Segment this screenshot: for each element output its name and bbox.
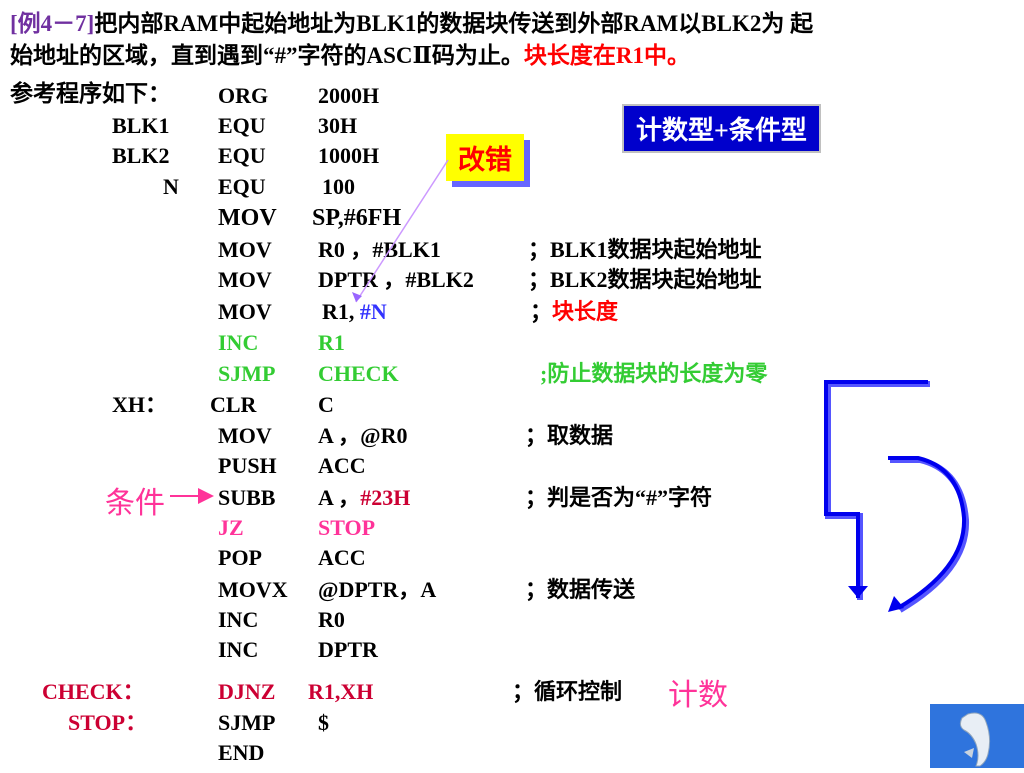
code-operand: CHECK [318, 361, 399, 386]
header-text-1: 把内部RAM中起始地址为BLK1的数据块传送到外部RAM以BLK2为 起 [94, 11, 814, 36]
arrow-icon [352, 292, 362, 302]
code-op: INC [218, 607, 259, 632]
code-op: SJMP [218, 710, 276, 735]
code-op: EQU [218, 113, 266, 138]
code-operand: A ，@R0 [318, 423, 408, 448]
code-operand: ACC [318, 453, 366, 478]
code-comment: ；判是否为“#”字符 [525, 485, 713, 510]
header-line-2: 始地址的区域，直到遇到“#”字符的ASCⅡ码为止。块长度在R1中。 [10, 42, 690, 70]
code-operand: R1, [322, 299, 355, 324]
code-op: EQU [218, 143, 266, 168]
code-operand: $ [318, 710, 329, 735]
code-label-stop: STOP： [68, 710, 148, 735]
code-operand: R1 [318, 330, 345, 355]
code-op: EQU [218, 174, 266, 199]
fix-badge: 改错 [446, 134, 524, 181]
code-op: SJMP [218, 361, 276, 386]
dolphin-logo [930, 704, 1024, 768]
code-op: JZ [218, 515, 244, 540]
code-comment: ；数据传送 [525, 577, 636, 602]
code-operand-org: 2000H [318, 83, 380, 108]
code-comment: ；循环控制 [512, 679, 623, 704]
code-op: INC [218, 330, 259, 355]
code-operand-r1: R1, #N [322, 300, 387, 324]
code-op: MOV [218, 423, 272, 448]
code-operand-subb: A ，#23H [318, 486, 410, 510]
code-operand: DPTR ，#BLK2 [318, 267, 474, 292]
code-comment: 块长度 [552, 299, 619, 324]
code-operand: ACC [318, 545, 366, 570]
header-line-3: 参考程序如下： [10, 80, 171, 108]
header-text-2: 始地址的区域，直到遇到“#”字符的ASCⅡ码为止。 [10, 43, 524, 68]
program-label: 参考程序如下： [10, 81, 171, 106]
header-red-text: 块长度在R1中。 [523, 43, 691, 68]
code-comment: ；取数据 [525, 423, 614, 448]
dolphin-icon [930, 704, 1024, 768]
code-label-check: CHECK： [42, 679, 145, 704]
code-op: SUBB [218, 485, 276, 510]
code-op: MOV [218, 205, 277, 231]
type-badge: 计数型+条件型 [622, 104, 821, 153]
condition-annotation: 条件 [105, 486, 165, 521]
code-label-n: N [163, 174, 179, 199]
code-operand-n: #N [359, 299, 387, 324]
code-op: MOV [218, 299, 272, 324]
code-comment: ；BLK1数据块起始地址 [528, 237, 762, 262]
comment-separator: ； [530, 299, 553, 324]
code-operand: STOP [318, 515, 376, 540]
code-operand: @DPTR，A [318, 577, 437, 602]
code-op-org: ORG [218, 83, 269, 108]
example-tag: [例4－7] [10, 11, 95, 36]
code-comment-block-length: ；块长度 [530, 300, 618, 324]
code-label-xh: XH： [112, 392, 168, 417]
code-label-blk1: BLK1 [112, 113, 170, 138]
code-op: MOV [218, 237, 272, 262]
code-operand: R0 ，#BLK1 [318, 237, 441, 262]
code-op: INC [218, 637, 259, 662]
count-annotation: 计数 [668, 678, 728, 713]
code-operand-23h: #23H [360, 485, 411, 510]
code-op: DJNZ [218, 679, 276, 704]
code-op: CLR [210, 392, 257, 417]
code-operand: A ， [318, 485, 361, 510]
code-operand: 30H [318, 113, 358, 138]
code-operand: DPTR [318, 637, 378, 662]
code-operand: R0 [318, 607, 345, 632]
flowchart-diagram [824, 380, 970, 613]
code-comment: ;防止数据块的长度为零 [540, 361, 768, 386]
code-operand: 100 [322, 174, 355, 199]
code-op: MOVX [218, 577, 288, 602]
code-operand: 1000H [318, 143, 380, 168]
code-operand: SP,#6FH [312, 205, 402, 231]
fix-pointer-line [355, 159, 449, 303]
code-op: PUSH [218, 453, 277, 478]
code-operand: R1,XH [308, 679, 374, 704]
code-op: MOV [218, 267, 272, 292]
header-line-1: [例4－7]把内部RAM中起始地址为BLK1的数据块传送到外部RAM以BLK2为… [10, 10, 813, 38]
code-operand: C [318, 392, 334, 417]
code-op: POP [218, 545, 262, 570]
code-label-blk2: BLK2 [112, 143, 170, 168]
code-comment: ；BLK2数据块起始地址 [528, 267, 762, 292]
code-op: END [218, 740, 265, 765]
